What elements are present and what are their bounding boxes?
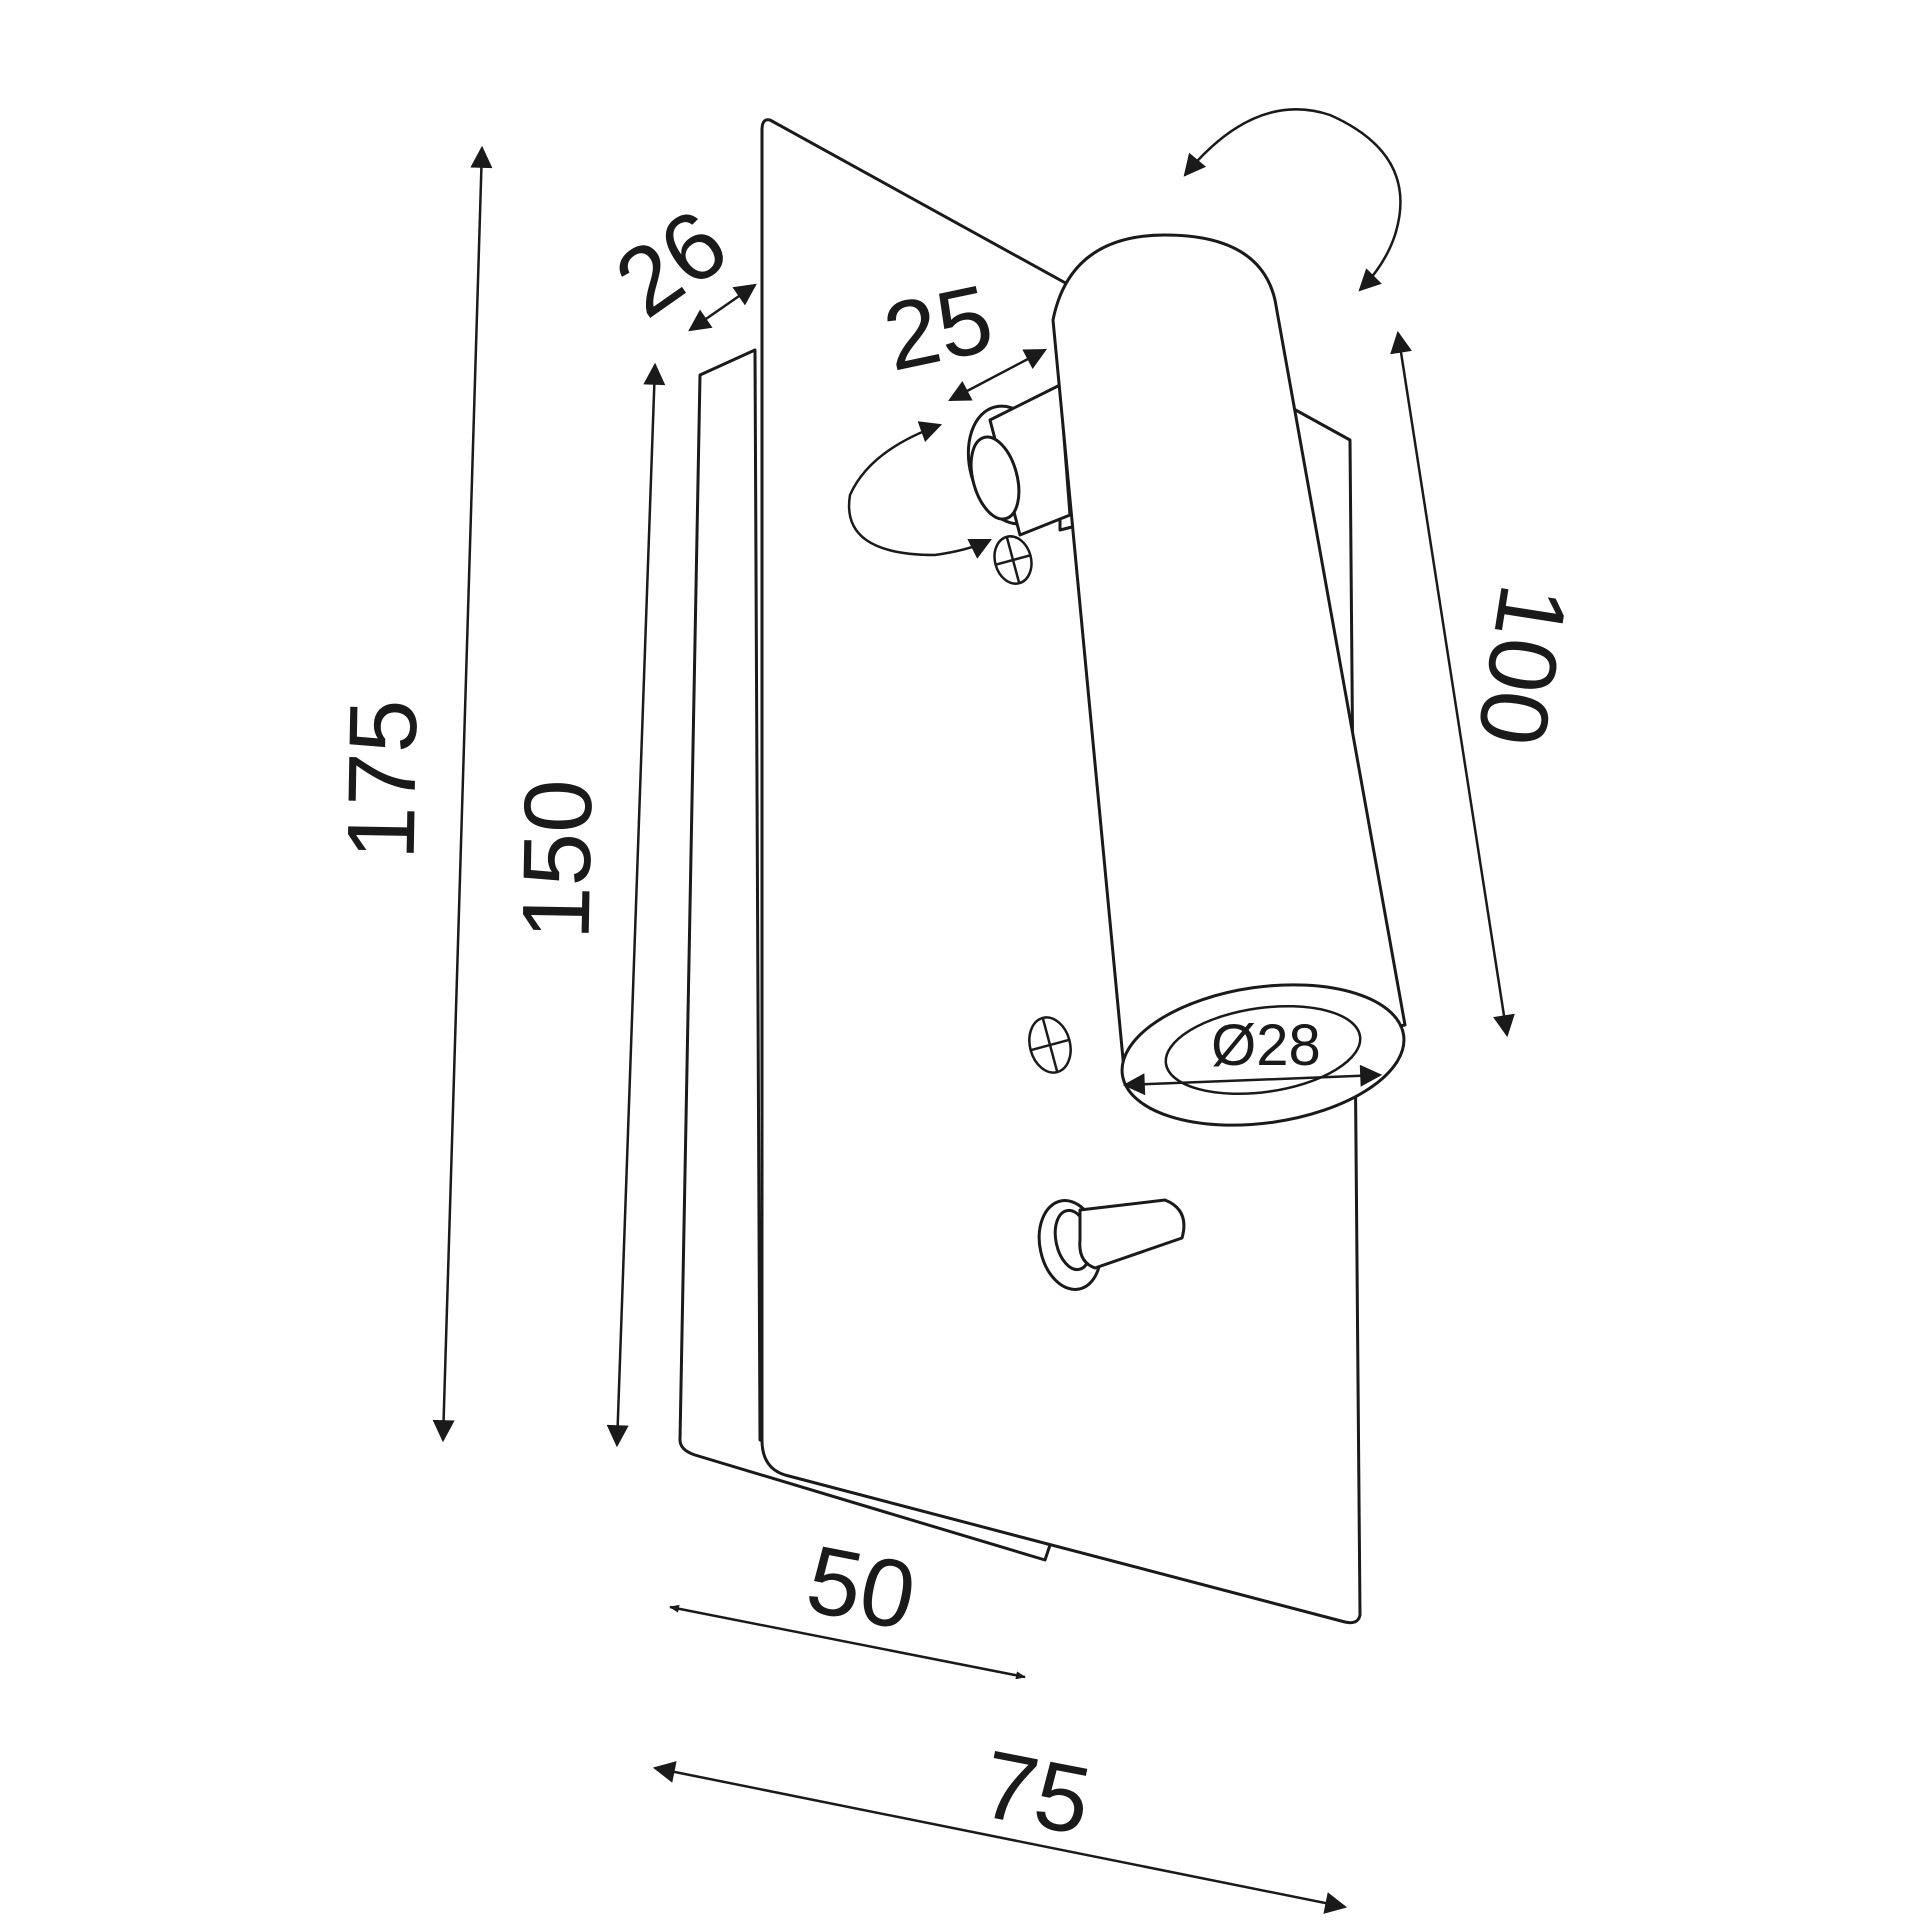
dimension-26-label: 26 — [597, 189, 746, 338]
rotate-arrow-icon — [847, 421, 992, 559]
dimension-26: 26 — [597, 189, 757, 338]
dimension-175-label: 175 — [328, 698, 438, 860]
dimension-50-label: 50 — [799, 1525, 924, 1650]
dimension-100-label: 100 — [1457, 578, 1588, 753]
dimension-75: 75 — [652, 1730, 1348, 1914]
dimension-150-label: 150 — [503, 778, 613, 940]
dimension-diameter-28: Ø28 — [1122, 1013, 1383, 1096]
dimension-diameter-28-label: Ø28 — [1211, 1013, 1321, 1078]
dimension-100: 100 — [1390, 330, 1588, 1038]
dimension-25-label: 25 — [875, 265, 1002, 392]
dimension-150: 150 — [503, 362, 666, 1448]
toggle-switch-icon — [1037, 1198, 1186, 1291]
dimension-75-label: 75 — [974, 1730, 1099, 1855]
dimension-50: 50 — [669, 1525, 1026, 1680]
dimension-25: 25 — [875, 265, 1047, 402]
dimension-175: 175 — [328, 145, 493, 1443]
screw-icon — [1028, 1016, 1072, 1074]
rotate-arrow-icon — [1183, 108, 1402, 292]
screw-icon — [993, 535, 1033, 585]
